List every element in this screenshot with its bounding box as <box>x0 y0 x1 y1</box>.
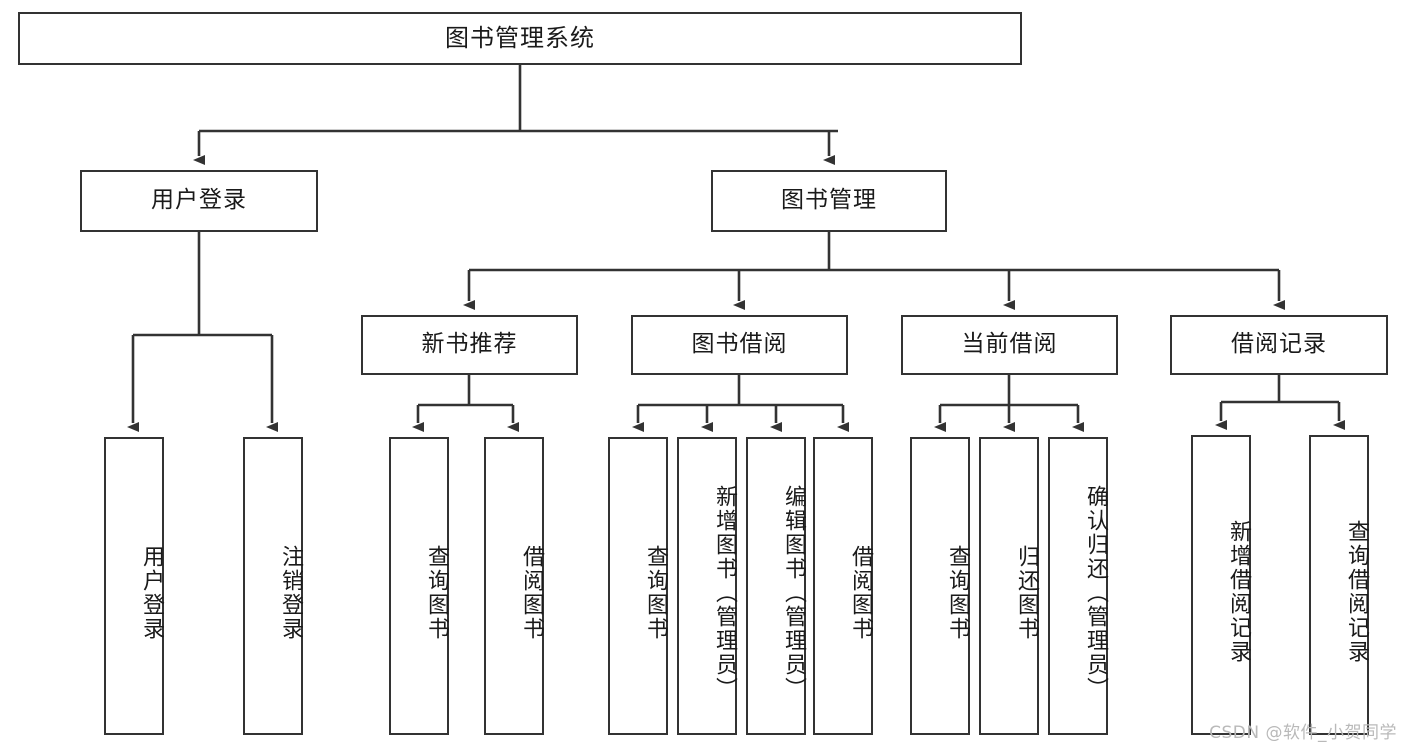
node-leaf-nb-borrow-book-label: 借阅图书 <box>519 545 544 641</box>
node-leaf-bb-add-book-label: 新增图书（管理员） <box>712 485 737 701</box>
node-borrow-record[interactable]: 借阅记录 <box>1170 315 1388 375</box>
node-leaf-nb-borrow-book[interactable]: 借阅图书 <box>484 437 544 735</box>
node-book-manage-label: 图书管理 <box>781 187 877 214</box>
node-user-login-label: 用户登录 <box>151 187 247 214</box>
node-leaf-br-query-record[interactable]: 查询借阅记录 <box>1309 435 1369 735</box>
node-leaf-cb-confirm-return-label: 确认归还（管理员） <box>1083 485 1108 701</box>
node-leaf-bb-query-book[interactable]: 查询图书 <box>608 437 668 735</box>
node-book-borrow-label: 图书借阅 <box>691 331 788 358</box>
node-leaf-br-add-record[interactable]: 新增借阅记录 <box>1191 435 1251 735</box>
node-leaf-bb-borrow-book[interactable]: 借阅图书 <box>813 437 873 735</box>
node-leaf-bb-add-book[interactable]: 新增图书（管理员） <box>677 437 737 735</box>
node-leaf-user-login-label: 用户登录 <box>139 545 164 641</box>
node-book-manage[interactable]: 图书管理 <box>711 170 947 232</box>
node-leaf-cb-query-book-label: 查询图书 <box>945 545 970 641</box>
node-leaf-bb-edit-book-label: 编辑图书（管理员） <box>781 485 806 701</box>
node-leaf-bb-edit-book[interactable]: 编辑图书（管理员） <box>746 437 806 735</box>
node-new-book-recommend[interactable]: 新书推荐 <box>361 315 578 375</box>
node-leaf-cb-confirm-return[interactable]: 确认归还（管理员） <box>1048 437 1108 735</box>
node-current-borrow-label: 当前借阅 <box>961 331 1058 358</box>
node-leaf-br-query-record-label: 查询借阅记录 <box>1344 520 1369 664</box>
node-leaf-user-login[interactable]: 用户登录 <box>104 437 164 735</box>
node-borrow-record-label: 借阅记录 <box>1231 331 1327 358</box>
node-user-login[interactable]: 用户登录 <box>80 170 318 232</box>
node-leaf-br-add-record-label: 新增借阅记录 <box>1226 520 1251 664</box>
node-leaf-nb-query-book-label: 查询图书 <box>424 545 449 641</box>
node-leaf-logout-label: 注销登录 <box>278 545 303 641</box>
node-leaf-logout[interactable]: 注销登录 <box>243 437 303 735</box>
csdn-watermark: CSDN @软件_小贺同学 <box>1209 723 1397 743</box>
node-book-borrow[interactable]: 图书借阅 <box>631 315 848 375</box>
node-current-borrow[interactable]: 当前借阅 <box>901 315 1118 375</box>
node-leaf-nb-query-book[interactable]: 查询图书 <box>389 437 449 735</box>
node-leaf-bb-borrow-book-label: 借阅图书 <box>848 545 873 641</box>
node-leaf-cb-return-book[interactable]: 归还图书 <box>979 437 1039 735</box>
node-leaf-cb-return-book-label: 归还图书 <box>1014 545 1039 641</box>
node-new-book-recommend-label: 新书推荐 <box>421 331 518 358</box>
node-leaf-bb-query-book-label: 查询图书 <box>643 545 668 641</box>
node-leaf-cb-query-book[interactable]: 查询图书 <box>910 437 970 735</box>
node-root-label: 图书管理系统 <box>445 24 595 53</box>
node-root[interactable]: 图书管理系统 <box>18 12 1022 65</box>
